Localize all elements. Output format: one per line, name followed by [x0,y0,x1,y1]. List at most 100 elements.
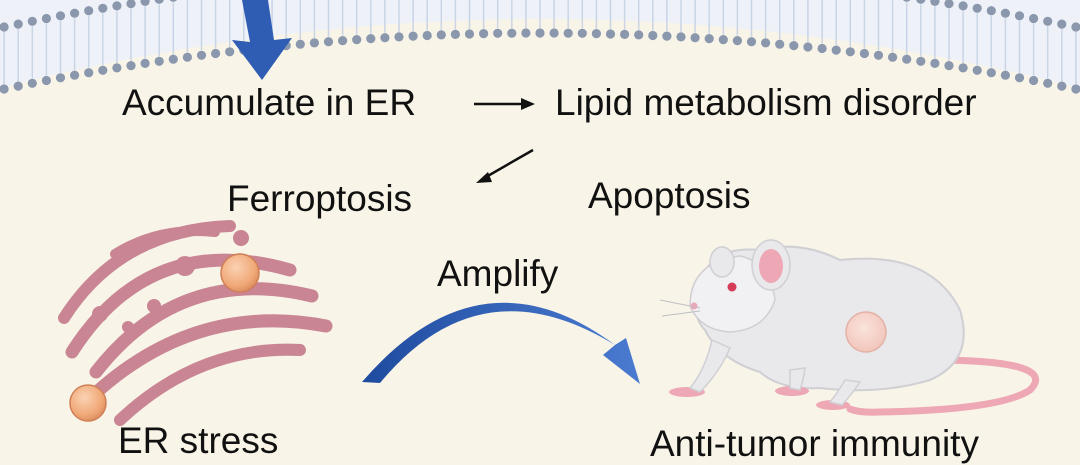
membrane-outer-bead [1000,8,1011,18]
membrane-inner-bead [930,58,940,68]
amplify-label: Amplify [437,253,559,294]
membrane-inner-bead [761,38,771,48]
membrane-inner-bead [620,29,630,39]
membrane-inner-bead [521,28,531,38]
membrane-inner-bead [831,45,841,55]
membrane-inner-bead [0,84,9,94]
membrane-inner-bead [648,30,658,41]
membrane-inner-bead [746,37,757,47]
membrane-inner-bead [535,28,545,38]
membrane-inner-bead [789,41,799,51]
arrow-to-ferroptosis [476,148,534,183]
membrane-inner-bead [225,47,235,57]
membrane-outer-bead [972,3,982,13]
membrane-inner-bead [450,29,460,39]
membrane-inner-bead [690,33,700,43]
arrow-to-lipid [474,98,535,110]
membrane-inner-bead [112,63,122,73]
entry-arrow [232,0,292,80]
membrane-inner-bead [732,36,743,46]
membrane-inner-bead [1014,73,1025,83]
membrane-inner-bead [464,29,475,39]
membrane-outer-bead [126,0,136,9]
membrane-inner-bead [196,50,207,60]
membrane-inner-bead [338,36,348,46]
membrane-inner-bead [888,52,898,62]
membrane-inner-bead [577,28,587,38]
membrane-inner-bead [1043,78,1053,88]
endoplasmic-reticulum [58,220,333,426]
membrane-inner-bead [394,32,404,42]
membrane-inner-bead [27,78,37,88]
membrane-inner-bead [309,38,319,48]
lipid-droplets [69,253,260,422]
membrane-outer-bead [986,6,996,16]
amplify-arrow [362,302,640,384]
membrane-inner-bead [1000,70,1011,80]
membrane-outer-bead [1029,13,1039,24]
membrane-inner-bead [873,50,884,60]
membrane-inner-bead [323,37,334,47]
membrane-inner-bead [507,28,517,38]
membrane-inner-bead [718,35,728,45]
accumulate-in-er-label: Accumulate in ER [122,82,417,123]
membrane-inner-bead [972,65,982,75]
membrane-inner-bead [70,70,80,80]
membrane-outer-bead [930,0,940,6]
membrane-inner-bead [634,30,644,40]
membrane-inner-bead [676,32,686,42]
membrane-inner-bead [98,65,108,75]
membrane-outer-bead [1014,11,1025,21]
membrane-inner-bead [55,73,66,83]
ferroptosis-label: Ferroptosis [227,178,413,219]
membrane-outer-bead [27,16,37,26]
er-stress-label: ER stress [118,420,279,461]
membrane-inner-bead [916,56,926,66]
membrane-inner-bead [436,30,446,40]
membrane-inner-bead [479,28,489,39]
membrane-outer-bead [154,0,164,4]
mouse-illustration [659,239,1039,416]
membrane-inner-bead [13,81,23,91]
membrane-inner-bead [408,31,418,41]
membrane-inner-bead [591,28,602,39]
membrane-inner-bead [563,28,573,38]
membrane-inner-bead [944,61,954,71]
membrane-inner-bead [352,35,362,45]
er-vesicles [92,230,249,333]
membrane-outer-bead [1071,22,1080,32]
anti-tumor-immunity-label: Anti-tumor immunity [650,423,979,464]
membrane-inner-bead [704,34,714,44]
lipid-metabolism-disorder-label: Lipid metabolism disorder [555,82,977,123]
membrane-inner-bead [902,54,912,64]
membrane-outer-bead [55,11,66,21]
membrane-inner-bead [1057,81,1067,91]
membrane-inner-bead [662,31,672,41]
membrane-inner-bead [493,28,503,38]
membrane-inner-bead [986,68,996,78]
membrane-inner-bead [211,48,221,59]
membrane-outer-bead [84,6,94,16]
membrane-inner-bead [549,28,559,38]
membrane-inner-bead [140,58,150,68]
membrane-outer-bead [944,0,954,9]
membrane-outer-bead [0,22,9,32]
membrane-inner-bead [366,34,376,44]
membrane-inner-bead [84,68,94,78]
membrane-outer-bead [1057,19,1067,29]
membrane-outer-bead [169,0,177,2]
membrane-inner-bead [41,75,52,86]
membrane-inner-bead [958,63,968,73]
membrane-inner-bead [126,61,136,71]
membrane-inner-bead [845,47,855,57]
membrane-outer-bead [1043,16,1053,26]
membrane-outer-bead [13,19,23,29]
membrane-inner-bead [1029,75,1039,86]
membrane-outer-bead [140,0,150,6]
membrane-outer-bead [41,13,52,24]
membrane-inner-bead [182,52,192,62]
membrane-inner-bead [775,39,785,49]
membrane-inner-bead [803,42,813,52]
membrane-outer-bead [916,0,926,4]
